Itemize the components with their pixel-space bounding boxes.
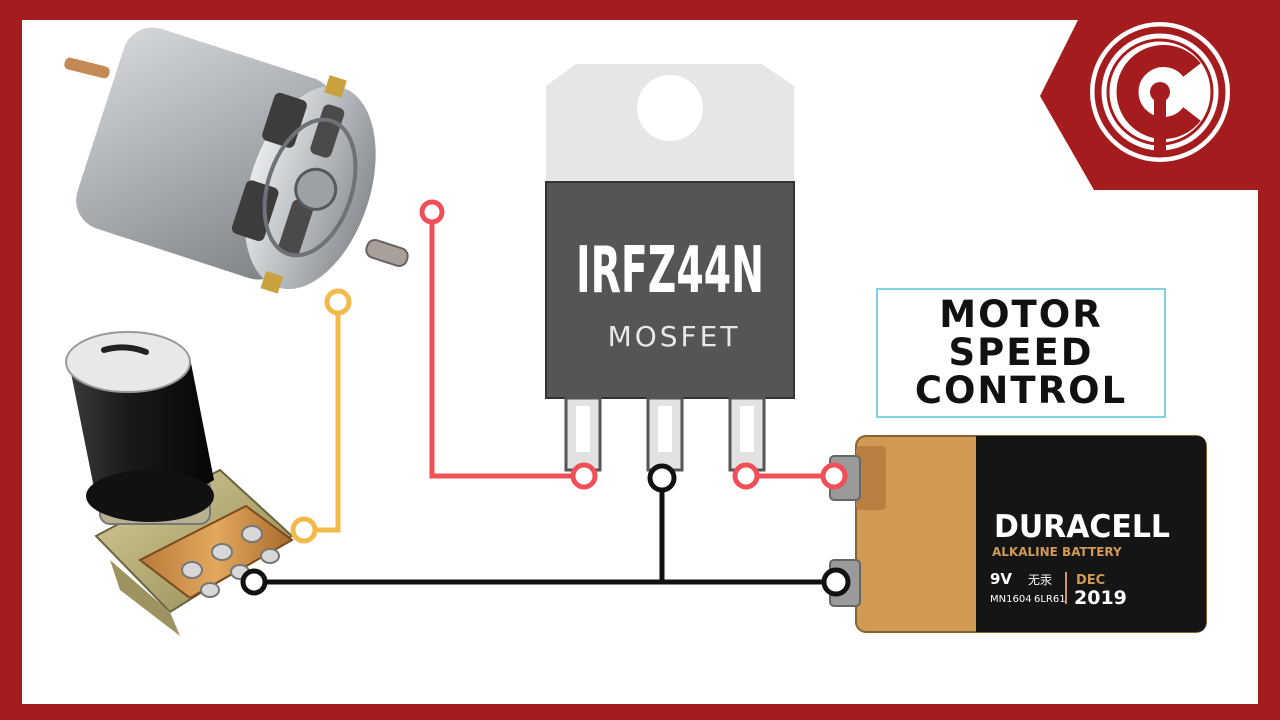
mosfet: IRFZ44N MOSFET	[545, 64, 795, 472]
battery-brand: DURACELL	[994, 509, 1170, 545]
node-gate	[647, 463, 677, 493]
title-line-3: CONTROL	[914, 369, 1128, 412]
battery-date-label: DEC	[1076, 573, 1105, 588]
node-drain	[570, 462, 598, 490]
mosfet-part-number: IRFZ44N	[576, 234, 764, 308]
mosfet-type-label: MOSFET	[608, 320, 741, 353]
title-box: MOTOR SPEED CONTROL	[876, 288, 1166, 418]
battery-year: 2019	[1074, 587, 1127, 609]
node-motor-yellow	[324, 288, 352, 316]
node-source	[732, 462, 760, 490]
title-line-2: SPEED	[948, 331, 1094, 374]
dc-motor	[64, 27, 409, 294]
mosfet-body	[545, 181, 795, 399]
connection-nodes	[240, 199, 851, 597]
node-battery-negative	[821, 567, 851, 597]
node-motor-red	[419, 199, 445, 225]
battery-chinese-mark: 无汞	[1028, 573, 1052, 587]
battery-model: MN1604	[990, 594, 1032, 605]
battery-iec: 6LR61	[1034, 594, 1066, 605]
battery-subtitle: ALKALINE BATTERY	[992, 545, 1122, 559]
circuit-logo-icon	[1090, 22, 1230, 162]
9v-battery: DURACELL ALKALINE BATTERY 9V 无汞 MN1604 6…	[829, 435, 1207, 633]
node-battery-positive	[820, 462, 848, 490]
title-line-1: MOTOR	[939, 293, 1103, 336]
battery-voltage: 9V	[990, 570, 1012, 588]
potentiometer	[65, 331, 294, 636]
battery-black-band	[976, 436, 1206, 632]
mosfet-mounting-hole	[637, 75, 703, 141]
node-pot-yellow	[290, 516, 318, 544]
wire-red-motor-drain	[429, 212, 584, 479]
node-pot-ground	[240, 568, 268, 596]
